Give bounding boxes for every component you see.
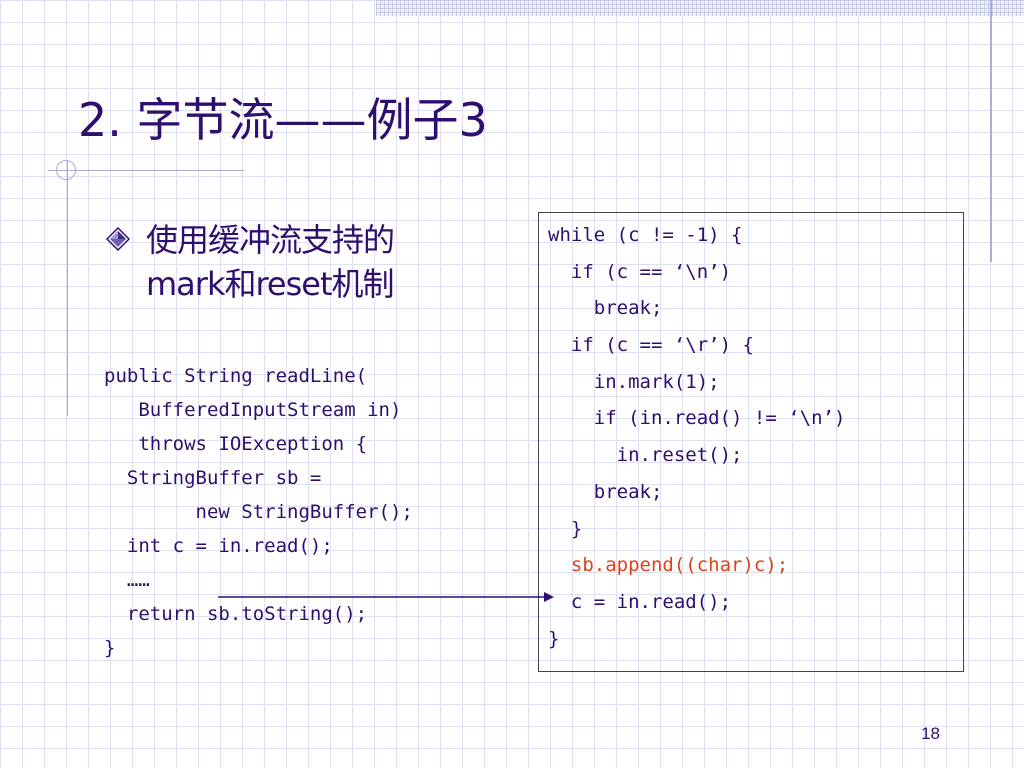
left-code-line: throws IOException { <box>104 433 368 455</box>
left-code-block: public String readLine( BufferedInputStr… <box>104 359 413 665</box>
decorative-circle <box>56 160 76 180</box>
decorative-vertical-line-right <box>990 0 992 262</box>
left-code-line: return sb.toString(); <box>104 603 368 625</box>
right-code-line: if (c == ‘\n’) <box>548 260 732 283</box>
right-code-line: in.reset(); <box>548 444 743 467</box>
left-code-line: BufferedInputStream in) <box>104 399 402 421</box>
left-code-line: StringBuffer sb = <box>104 467 322 489</box>
right-code-line: } <box>548 627 560 650</box>
top-decorative-band <box>376 0 1024 16</box>
right-code-line: if (c == ‘\r’) { <box>548 334 754 357</box>
right-code-line: while (c != -1) { <box>548 224 743 246</box>
decorative-vertical-line-left <box>67 160 68 416</box>
right-code-line: } <box>548 517 583 540</box>
right-code-line: break; <box>548 297 663 320</box>
slide-title: 2. 字节流——例子3 <box>78 93 488 147</box>
bullet-line-1: 使用缓冲流支持的 <box>146 221 395 259</box>
left-code-line: } <box>104 637 116 659</box>
decorative-title-underline <box>48 170 244 171</box>
left-code-line: public String readLine( <box>104 365 368 387</box>
right-code-block: while (c != -1) { if (c == ‘\n’) break; … <box>548 217 845 657</box>
code-box <box>538 212 964 672</box>
right-code-line: in.mark(1); <box>548 370 720 393</box>
left-code-line: int c = in.read(); <box>104 535 333 557</box>
right-code-line: if (in.read() != ‘\n’) <box>548 407 846 430</box>
right-code-line: c = in.read(); <box>548 590 732 613</box>
right-code-line: break; <box>548 480 663 503</box>
left-code-line: new StringBuffer(); <box>104 501 413 523</box>
page-number: 18 <box>921 724 940 743</box>
bullet-text: 使用缓冲流支持的 mark和reset机制 <box>146 218 506 306</box>
left-code-ellipsis: …… <box>104 569 150 591</box>
bullet-line-2: mark和reset机制 <box>146 265 395 303</box>
right-code-line-highlighted: sb.append((char)c); <box>548 554 789 577</box>
diamond-bullet-icon <box>106 227 130 251</box>
